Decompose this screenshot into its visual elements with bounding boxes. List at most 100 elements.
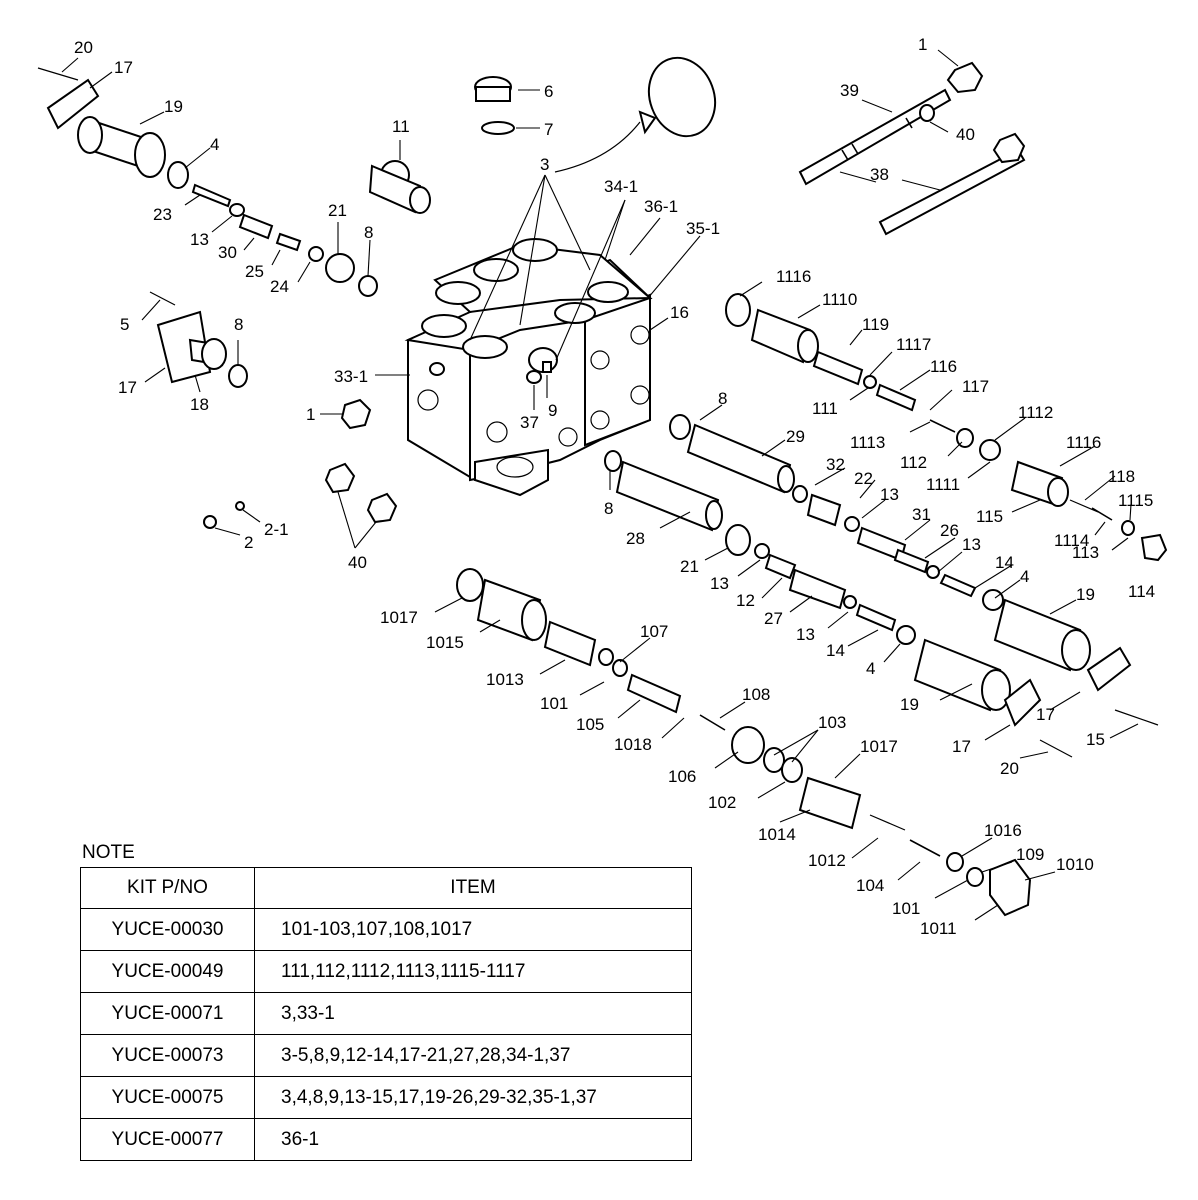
kit-cell: YUCE-00075 bbox=[80, 1076, 255, 1119]
spool-assembly-right bbox=[725, 293, 1168, 562]
item-cell: 3-5,8,9,12-14,17-21,27,28,34-1,37 bbox=[254, 1034, 692, 1077]
note-title: NOTE bbox=[82, 842, 135, 863]
callout-1b: 1 bbox=[918, 35, 927, 54]
callout-23: 23 bbox=[153, 205, 172, 224]
item-cell: 111,112,1112,1113,1115-1117 bbox=[254, 950, 692, 993]
callout-28: 28 bbox=[626, 529, 645, 548]
callout-1114: 1114 bbox=[1054, 531, 1089, 550]
callout-115: 115 bbox=[976, 507, 1003, 526]
callout-4b: 4 bbox=[1020, 567, 1029, 586]
table-row: YUCE-00071 3,33-1 bbox=[80, 992, 692, 1035]
spool-assembly-lower bbox=[604, 450, 1073, 758]
callout-117: 117 bbox=[962, 377, 989, 396]
callout-19: 19 bbox=[164, 97, 183, 116]
loose-parts bbox=[203, 361, 552, 529]
callout-2: 2 bbox=[244, 533, 253, 552]
callout-1113: 1113 bbox=[850, 433, 885, 452]
callout-22: 22 bbox=[854, 469, 873, 488]
callout-1016: 1016 bbox=[984, 821, 1022, 840]
kit-table: KIT P/NO ITEM YUCE-00030 101-103,107,108… bbox=[80, 867, 692, 1161]
callout-13e: 13 bbox=[796, 625, 815, 644]
kit-cell: YUCE-00077 bbox=[80, 1118, 255, 1161]
item-cell: 101-103,107,108,1017 bbox=[254, 908, 692, 951]
callout-105: 105 bbox=[576, 715, 604, 734]
callout-1010: 1010 bbox=[1056, 855, 1094, 874]
callout-17b: 17 bbox=[118, 378, 137, 397]
leader-lines bbox=[61, 49, 1139, 921]
callout-1116b: 1116 bbox=[1066, 433, 1101, 452]
callout-30: 30 bbox=[218, 243, 237, 262]
callout-1: 1 bbox=[306, 405, 315, 424]
callout-1017: 1017 bbox=[380, 608, 418, 627]
item-cell: 36-1 bbox=[254, 1118, 692, 1161]
kit-cell: YUCE-00071 bbox=[80, 992, 255, 1035]
callout-21: 21 bbox=[328, 201, 347, 220]
callout-1111: 1111 bbox=[926, 475, 960, 494]
valve-body bbox=[404, 238, 653, 497]
table-row: YUCE-00030 101-103,107,108,1017 bbox=[80, 908, 692, 951]
callout-31: 31 bbox=[912, 505, 931, 524]
callout-1117: 1117 bbox=[896, 335, 931, 354]
callout-11: 11 bbox=[392, 117, 410, 136]
item-cell: 3,33-1 bbox=[254, 992, 692, 1035]
callout-35-1: 35-1 bbox=[686, 219, 720, 238]
callout-107: 107 bbox=[640, 622, 668, 641]
callout-104: 104 bbox=[856, 876, 884, 895]
kit-cell: YUCE-00030 bbox=[80, 908, 255, 951]
callout-9: 9 bbox=[548, 401, 557, 420]
callout-3: 3 bbox=[540, 155, 549, 174]
callout-116: 116 bbox=[930, 357, 957, 376]
table-row: YUCE-00075 3,4,8,9,13-15,17,19-26,29-32,… bbox=[80, 1076, 692, 1119]
callout-114: 114 bbox=[1128, 582, 1155, 601]
callout-1011: 1011 bbox=[920, 919, 957, 938]
callout-33-1: 33-1 bbox=[334, 367, 368, 386]
callout-13d: 13 bbox=[710, 574, 729, 593]
callout-1018: 1018 bbox=[614, 735, 652, 754]
callout-1013: 1013 bbox=[486, 670, 524, 689]
callout-109: 109 bbox=[1016, 845, 1044, 864]
callout-16: 16 bbox=[670, 303, 689, 322]
callout-36-1: 36-1 bbox=[644, 197, 678, 216]
callout-7: 7 bbox=[544, 120, 553, 139]
callout-37: 37 bbox=[520, 413, 539, 432]
relief-assembly-lower bbox=[456, 568, 1032, 917]
callout-19c: 19 bbox=[900, 695, 919, 714]
callout-1017b: 1017 bbox=[860, 737, 898, 756]
callout-119: 119 bbox=[862, 315, 889, 334]
tie-rods bbox=[798, 61, 1026, 236]
callout-4c: 4 bbox=[866, 659, 875, 678]
table-row: YUCE-00073 3-5,8,9,12-14,17-21,27,28,34-… bbox=[80, 1034, 692, 1077]
callout-113: 113 bbox=[1072, 543, 1099, 562]
callout-26: 26 bbox=[940, 521, 959, 540]
callout-38: 38 bbox=[870, 165, 889, 184]
relief-cartridge-upper bbox=[37, 67, 431, 297]
callout-40b: 40 bbox=[956, 125, 975, 144]
callout-8: 8 bbox=[364, 223, 373, 242]
callout-20: 20 bbox=[74, 38, 93, 57]
callout-111: 111 bbox=[812, 399, 838, 418]
callout-13b: 13 bbox=[880, 485, 899, 504]
seal-ring-top bbox=[474, 56, 717, 173]
callout-103: 103 bbox=[818, 713, 846, 732]
callout-18: 18 bbox=[190, 395, 209, 414]
callout-118: 118 bbox=[1108, 467, 1135, 486]
item-cell: 3,4,8,9,13-15,17,19-26,29-32,35-1,37 bbox=[254, 1076, 692, 1119]
callout-1115: 1115 bbox=[1118, 491, 1153, 510]
callout-39: 39 bbox=[840, 81, 859, 100]
callout-102: 102 bbox=[708, 793, 736, 812]
callout-1014: 1014 bbox=[758, 825, 796, 844]
callout-15: 15 bbox=[1086, 730, 1105, 749]
callout-13c: 13 bbox=[962, 535, 981, 554]
table-row: YUCE-00049 111,112,1112,1113,1115-1117 bbox=[80, 950, 692, 993]
callout-20b: 20 bbox=[1000, 759, 1019, 778]
callout-14: 14 bbox=[995, 553, 1014, 572]
callout-17: 17 bbox=[114, 58, 133, 77]
callout-1015: 1015 bbox=[426, 633, 464, 652]
callout-101b: 101 bbox=[892, 899, 920, 918]
callout-4: 4 bbox=[210, 135, 219, 154]
callout-6: 6 bbox=[544, 82, 553, 101]
kit-cell: YUCE-00049 bbox=[80, 950, 255, 993]
callout-29: 29 bbox=[786, 427, 805, 446]
callout-19b: 19 bbox=[1076, 585, 1095, 604]
